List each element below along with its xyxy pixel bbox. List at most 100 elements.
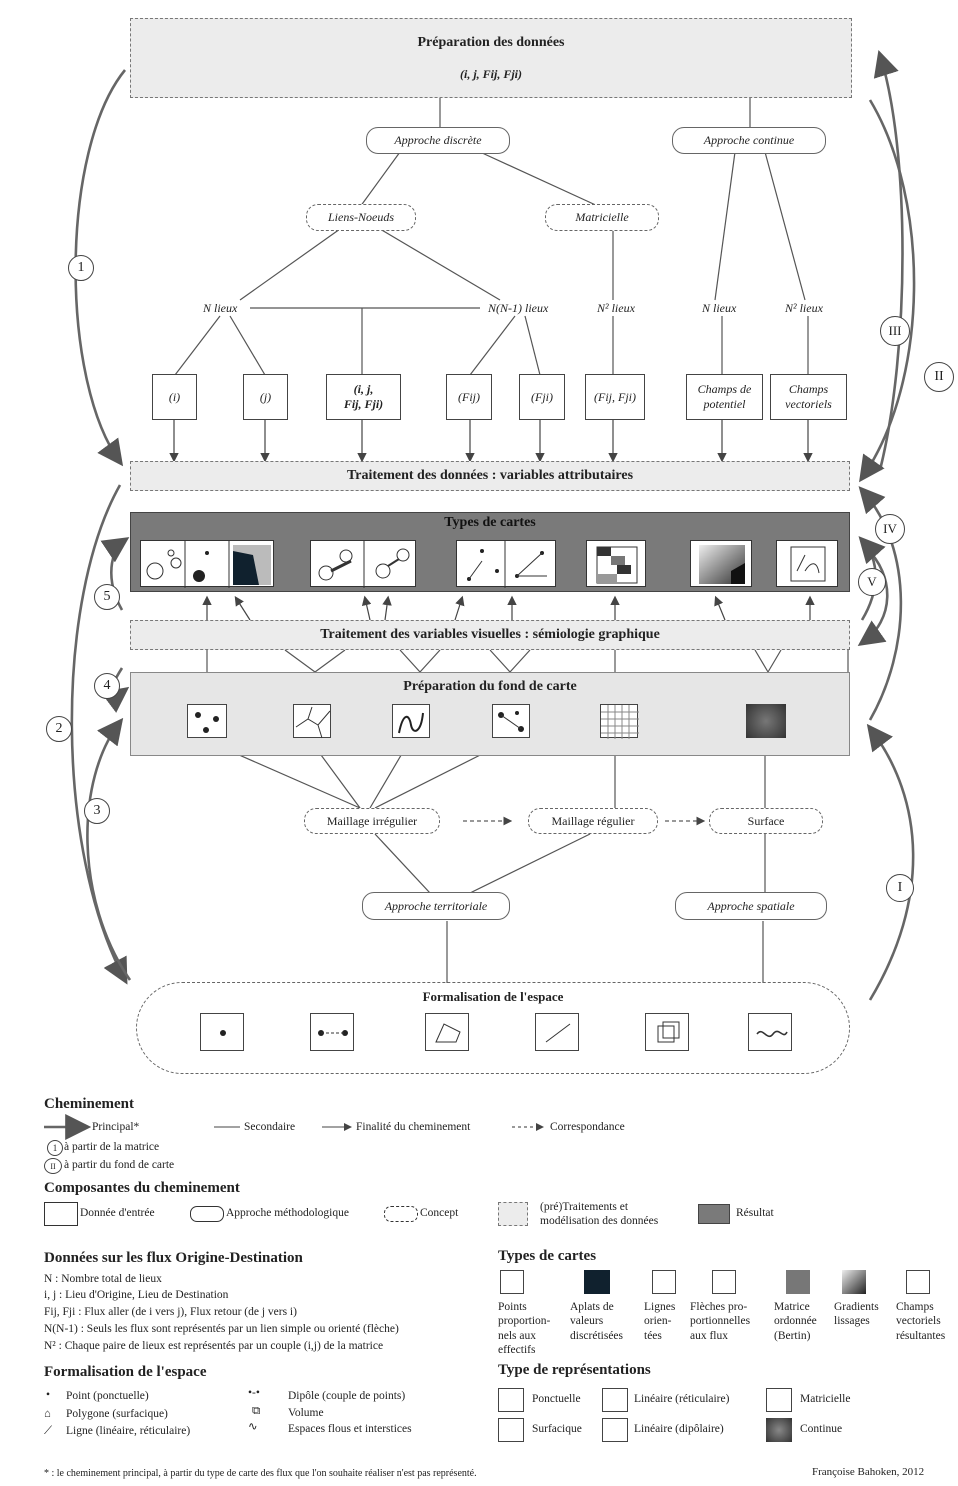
- legend-concept: Concept: [420, 1207, 459, 1219]
- legend-donnee-entree: Donnée d'entrée: [80, 1207, 155, 1219]
- legend-form-fuzzy: Espaces flous et interstices: [288, 1423, 412, 1435]
- legend-form-volume: Volume: [288, 1407, 324, 1419]
- traitement-visuel-band: Traitement des variables visuelles : sém…: [130, 620, 850, 650]
- legend-pretraitement-swatch: [498, 1202, 528, 1226]
- n2-lieux-a: N² lieux: [597, 301, 635, 315]
- legend-fuzzy-icon: ∿: [248, 1421, 258, 1433]
- legend-point-icon: •: [46, 1389, 51, 1401]
- path-I-badge: I: [886, 874, 914, 902]
- legend-type-1: Points proportion-nels aux effectifs: [498, 1301, 551, 1357]
- polygon-icon: [425, 1013, 469, 1051]
- legend-flux-title: Données sur les flux Origine-Destination: [44, 1250, 303, 1266]
- preparation-donnees-band: Préparation des données (i, j, Fij, Fji): [130, 18, 852, 98]
- legend-type-5: Matrice ordonnée (Bertin): [774, 1301, 817, 1342]
- path-3-badge: 3: [84, 798, 110, 824]
- legend-principal: Principal*: [92, 1121, 140, 1133]
- legend-aplats-thumb-icon: [584, 1270, 610, 1294]
- fond-ponctuel-icon: [187, 704, 227, 738]
- thumb-fleches-flux: [310, 540, 416, 588]
- approche-discrete: Approche discrète: [366, 127, 510, 154]
- legend-continue-icon: [766, 1418, 792, 1442]
- legend-dipole-icon: •-•: [248, 1387, 260, 1399]
- fond-dipolaire-icon: [492, 704, 530, 738]
- legend-type-6: Gradients lissages: [834, 1301, 879, 1328]
- legend-form-polygon: Polygone (surfacique): [66, 1408, 168, 1420]
- preparation-subtitle: (i, j, Fij, Fji): [459, 66, 522, 81]
- legend-type-4: Flèches pro-portionnelles aux flux: [690, 1301, 751, 1342]
- legend-concept-swatch: [384, 1206, 418, 1222]
- legend-flux-line-3: Fij, Fji : Flux aller (de i vers j), Flu…: [44, 1306, 297, 1318]
- legend-line-icon: ⟋: [44, 1425, 53, 1437]
- path-III-badge: III: [880, 316, 910, 346]
- fond-surfacique-icon: [293, 704, 331, 739]
- legend-fleches-thumb-icon: [712, 1270, 736, 1294]
- legend-matrice-thumb-icon: [786, 1270, 810, 1294]
- fuzzy-space-icon: [748, 1013, 792, 1051]
- box-champs-potentiel: Champs de potentiel: [686, 374, 763, 420]
- legend-correspondance: Correspondance: [550, 1121, 625, 1133]
- legend-type-3: Lignes orien-tées: [644, 1301, 676, 1342]
- liens-noeuds: Liens-Noeuds: [306, 204, 416, 231]
- maillage-irregulier: Maillage irrégulier: [304, 808, 440, 834]
- approche-spatiale: Approche spatiale: [675, 892, 827, 920]
- legend-repr-surfacique: Surfacique: [532, 1423, 582, 1435]
- legend-approche-swatch: [190, 1206, 224, 1222]
- n-lieux-a: N lieux: [203, 301, 238, 315]
- legend-cheminement-title: Cheminement: [44, 1096, 134, 1112]
- path-IV-badge: IV: [875, 514, 905, 544]
- types-cartes-title: Types de cartes: [444, 515, 536, 530]
- line-icon: [535, 1013, 579, 1051]
- maillage-regulier: Maillage régulier: [528, 808, 658, 834]
- traitement-donnees-band: Traitement des données : variables attri…: [130, 461, 850, 491]
- author-credit: Françoise Bahoken, 2012: [812, 1466, 925, 1478]
- thumb-lignes-orientees: [456, 540, 556, 588]
- fond-matriciel-icon: [600, 704, 639, 739]
- legend-donnee-swatch: [44, 1202, 78, 1226]
- n-lieux-b: N lieux: [702, 301, 737, 315]
- fond-lineaire-icon: [392, 704, 430, 738]
- footnote: * : le cheminement principal, à partir d…: [44, 1468, 477, 1479]
- box-ij-line2: Fij, Fji): [343, 397, 384, 411]
- thumb-champs-vectoriels: [776, 540, 838, 587]
- prep-fond-title: Préparation du fond de carte: [403, 679, 577, 694]
- legend-lineaire-icon: [602, 1388, 628, 1412]
- prep-fond-band: Préparation du fond de carte: [130, 672, 850, 756]
- legend-type-2: Aplats de valeurs discrétisées: [570, 1301, 624, 1342]
- legend-type-7: Champs vectoriels résultantes: [896, 1301, 946, 1342]
- nn1-lieux: N(N-1) lieux: [488, 301, 549, 315]
- approche-territoriale: Approche territoriale: [362, 892, 510, 920]
- legend-repr-dipolaire: Linéaire (dipôlaire): [634, 1423, 724, 1435]
- formalisation-title: Formalisation de l'espace: [422, 989, 564, 1004]
- legend-flux-line-5: N² : Chaque paire de lieux est représent…: [44, 1340, 384, 1352]
- box-fji: (Fji): [519, 374, 565, 420]
- legend-ponctuelle-icon: [498, 1388, 524, 1412]
- legend-secondaire: Secondaire: [244, 1121, 296, 1133]
- legend-form-dipole: Dipôle (couple de points): [288, 1390, 406, 1402]
- legend-pretraitements: (pré)Traitements et modélisation des don…: [540, 1201, 659, 1228]
- box-ij-fij-fji: (i, j, Fij, Fji): [326, 374, 401, 420]
- legend-polygon-icon: ⌂: [44, 1408, 51, 1420]
- legend-approche-meth: Approche méthodologique: [226, 1207, 349, 1219]
- matricielle: Matricielle: [545, 204, 659, 231]
- legend-lignes-thumb-icon: [652, 1270, 676, 1294]
- legend-resultat-swatch: [698, 1204, 730, 1224]
- legend-fond-badge: II: [44, 1158, 62, 1174]
- n2-lieux-b: N² lieux: [785, 301, 823, 315]
- legend-dipolaire-icon: [602, 1418, 628, 1442]
- legend-repr-lineaire: Linéaire (réticulaire): [634, 1393, 730, 1405]
- legend-form-title: Formalisation de l'espace: [44, 1364, 207, 1380]
- path-4-badge: 4: [94, 673, 120, 699]
- box-i: (i): [152, 374, 197, 420]
- legend-matricielle-icon: [766, 1388, 792, 1412]
- point-icon: [200, 1013, 244, 1051]
- legend-repr-continue: Continue: [800, 1423, 843, 1435]
- path-5-badge: 5: [94, 584, 120, 610]
- thumb-gradient: [690, 540, 752, 587]
- thumb-matrice: [586, 540, 646, 587]
- legend-champs-thumb-icon: [906, 1270, 930, 1294]
- legend-form-point: Point (ponctuelle): [66, 1390, 149, 1402]
- box-fij: (Fij): [446, 374, 492, 420]
- legend-gradient-thumb-icon: [842, 1270, 866, 1294]
- legend-from-fond: à partir du fond de carte: [64, 1159, 175, 1171]
